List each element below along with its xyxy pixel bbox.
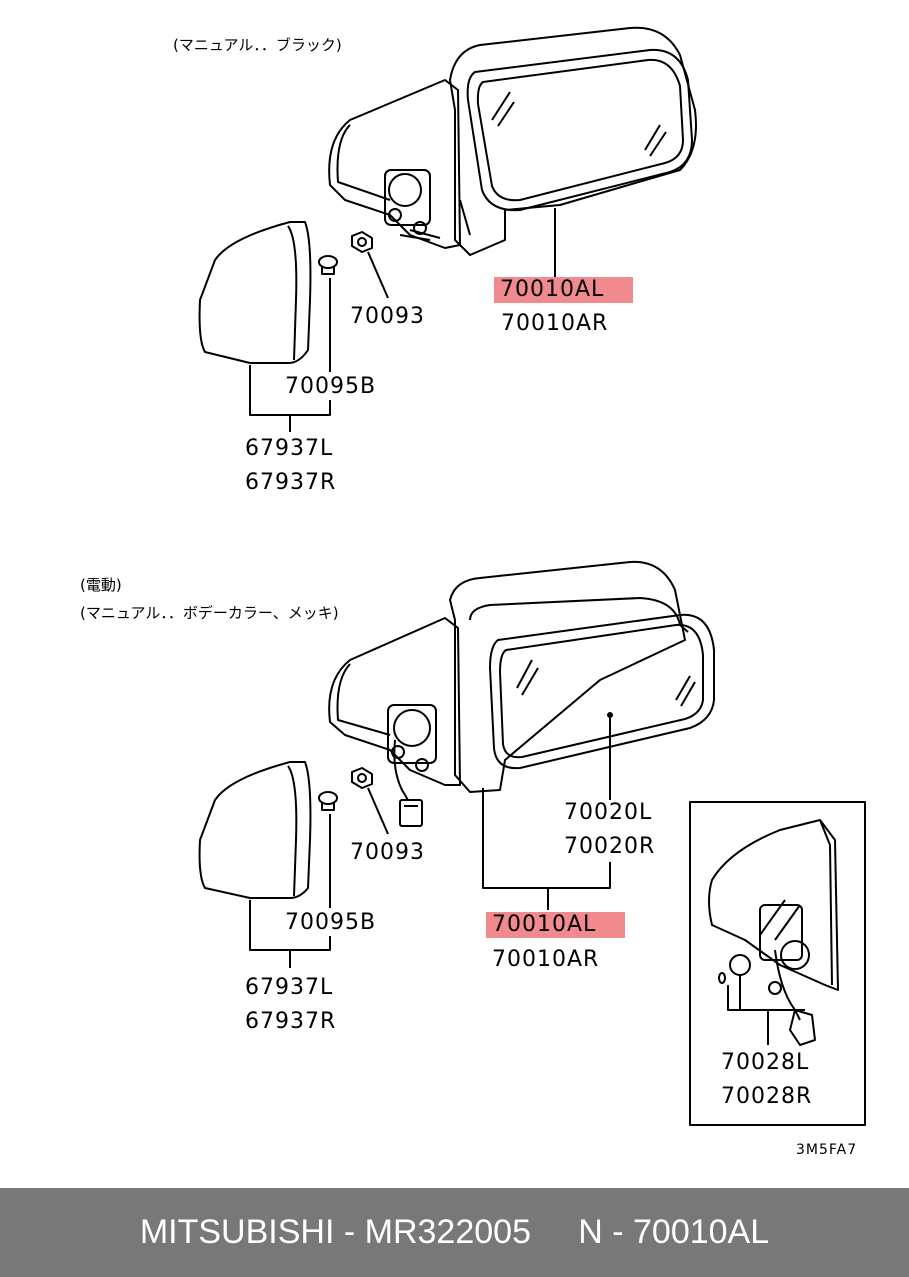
top-clip-label[interactable]: 70095B	[285, 374, 377, 399]
top-cover-left-label[interactable]: 67937L	[245, 436, 334, 461]
footer-bar: MITSUBISHI - MR322005 N - 70010AL	[0, 1188, 909, 1277]
bottom-mirror-left-label[interactable]: 70010AL	[486, 912, 625, 938]
bottom-electric-note: (電動)	[80, 576, 122, 594]
top-clip	[318, 255, 338, 275]
bottom-nut	[351, 767, 373, 789]
inset-part-right-label[interactable]: 70028R	[721, 1084, 813, 1109]
footer-ref-number: 70010AL	[633, 1213, 770, 1251]
inset-detail	[689, 801, 866, 1126]
footer-gap	[531, 1213, 578, 1252]
bottom-glass-right-label[interactable]: 70020R	[564, 834, 656, 859]
diagram-code: 3M5FA7	[796, 1142, 858, 1158]
top-nut	[351, 231, 373, 253]
bottom-clip	[318, 791, 338, 811]
bottom-clip-label[interactable]: 70095B	[285, 910, 377, 935]
footer-separator: -	[334, 1213, 365, 1251]
top-variant-note: (マニュアル．．ブラック)	[173, 36, 342, 54]
footer-brand: MITSUBISHI	[139, 1213, 335, 1251]
top-cover-right-label[interactable]: 67937R	[245, 470, 337, 495]
bottom-variant-note: (マニュアル．．ボデーカラー、メッキ)	[80, 604, 339, 622]
top-nut-label[interactable]: 70093	[350, 304, 425, 329]
bottom-mirror-housing	[328, 560, 715, 827]
bottom-cover-left-label[interactable]: 67937L	[245, 975, 334, 1000]
top-cover	[198, 221, 312, 364]
bottom-mirror-right-label[interactable]: 70010AR	[492, 947, 600, 972]
inset-part-left-label[interactable]: 70028L	[721, 1050, 810, 1075]
bottom-cover-right-label[interactable]: 67937R	[245, 1009, 337, 1034]
top-mirror-left-label[interactable]: 70010AL	[494, 277, 633, 303]
footer-part-number: MR322005	[364, 1213, 531, 1251]
top-mirror-housing	[328, 26, 697, 256]
footer-ref-prefix: N -	[578, 1213, 633, 1251]
bottom-glass-left-label[interactable]: 70020L	[564, 800, 653, 825]
top-mirror-right-label[interactable]: 70010AR	[501, 311, 609, 336]
bottom-cover	[198, 761, 312, 899]
parts-diagram	[198, 26, 866, 1126]
bottom-nut-label[interactable]: 70093	[350, 840, 425, 865]
